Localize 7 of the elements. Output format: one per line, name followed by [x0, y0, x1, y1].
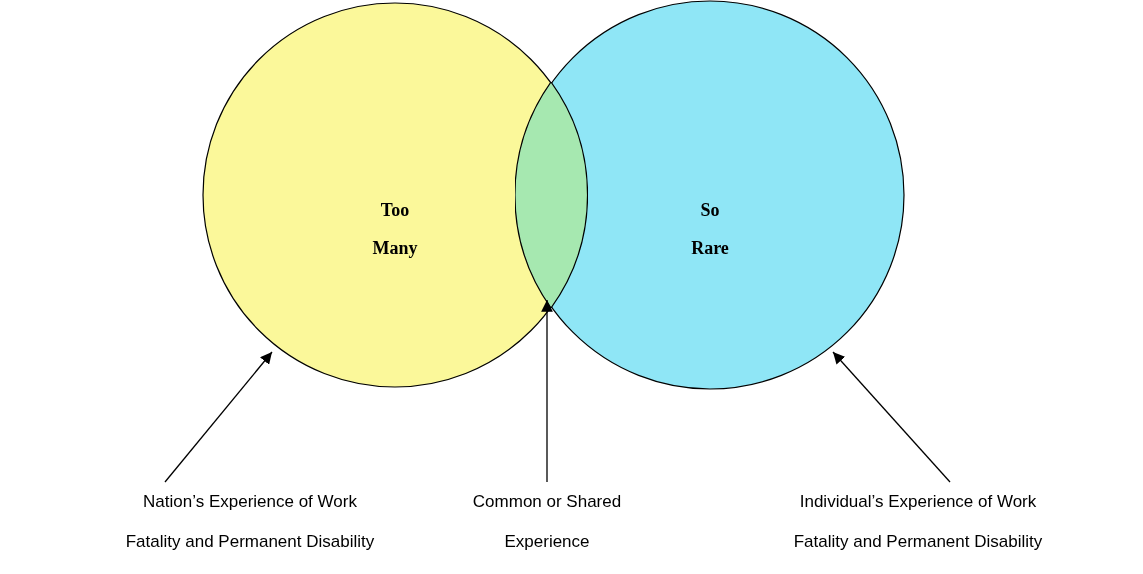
circle-label: So Rare	[690, 199, 730, 260]
leader-arrow	[832, 351, 951, 483]
circle-label: Too Many	[371, 199, 419, 260]
caption-text: Nation’s Experience of Work Fatality and Permanent Disability	[124, 491, 376, 553]
leader-arrow	[164, 351, 273, 483]
caption-text: Individual’s Experience of Work Fatality and Permanent Disability	[792, 491, 1044, 553]
caption-text: Common or Shared Experience	[471, 491, 623, 553]
